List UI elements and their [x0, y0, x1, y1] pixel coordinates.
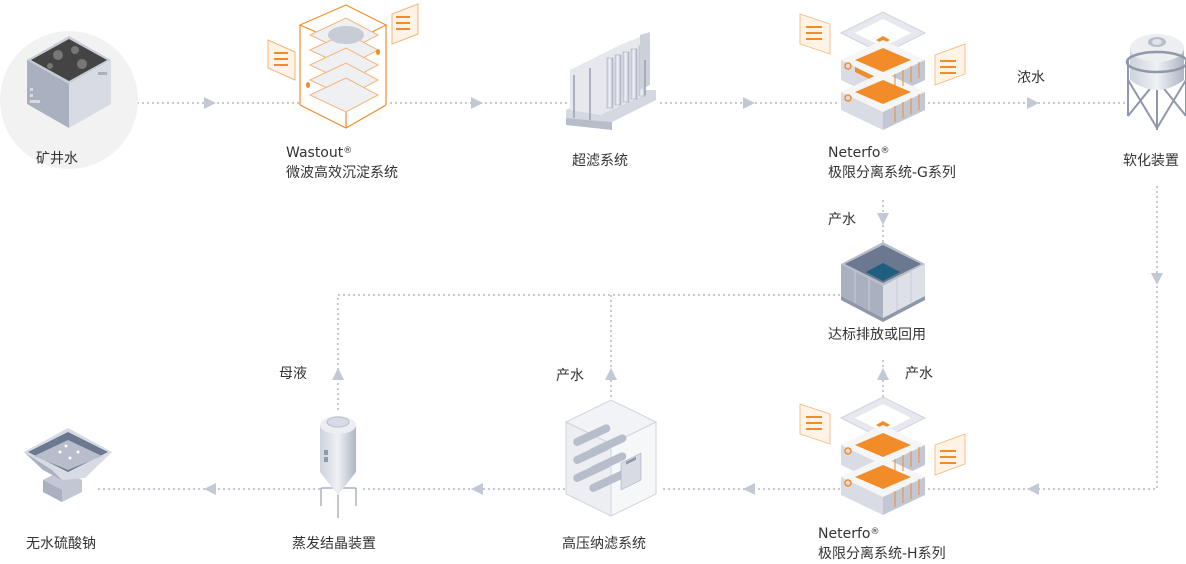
brand-name: Wastout® — [286, 143, 398, 163]
node-label-nanofiltration: 高压纳滤系统 — [562, 534, 646, 554]
membrane-separation-icon — [799, 396, 966, 515]
node-label-evaporation: 蒸发结晶装置 — [292, 534, 376, 554]
arrow-up-icon — [605, 368, 617, 380]
node-label-softener: 软化装置 — [1123, 151, 1179, 171]
nanofiltration-skid-icon — [564, 399, 658, 517]
product-hopper-icon — [24, 428, 112, 502]
clean-water-tank-icon — [841, 242, 925, 322]
flow-label-concentrate: 浓水 — [1017, 70, 1045, 86]
arrow-right-icon — [1027, 97, 1039, 109]
node-label-neterfo-h: Neterfo® 极限分离系统-H系列 — [818, 524, 946, 564]
edge-return-to-discharge — [337, 294, 840, 410]
arrow-left-icon — [1027, 483, 1039, 495]
brand-text: Wastout — [286, 145, 344, 161]
node-evaporation[interactable] — [320, 416, 357, 518]
label-text: 达标排放或回用 — [828, 327, 926, 343]
label-text: 无水硫酸钠 — [26, 536, 96, 552]
node-label-mine-water: 矿井水 — [36, 149, 78, 169]
node-label-discharge: 达标排放或回用 — [828, 325, 926, 345]
label-text: 软化装置 — [1123, 153, 1179, 169]
label-text: 矿井水 — [36, 151, 78, 167]
arrow-right-icon — [743, 97, 755, 109]
node-softener[interactable] — [1125, 34, 1186, 130]
arrow-down-icon — [877, 213, 889, 225]
arrow-left-icon — [204, 483, 216, 495]
arrow-left-icon — [471, 483, 483, 495]
arrow-right-icon — [204, 97, 216, 109]
arrow-up-icon — [877, 368, 889, 380]
node-label-ultrafiltration: 超滤系统 — [572, 151, 628, 171]
label-text: 极限分离系统-H系列 — [818, 546, 946, 562]
mud-tank-icon — [27, 36, 111, 128]
membrane-separation-icon — [799, 11, 966, 130]
registered-mark: ® — [880, 146, 890, 156]
brand-name: Neterfo® — [818, 524, 946, 544]
precipitation-system-icon — [267, 3, 419, 129]
registered-mark: ® — [343, 146, 353, 156]
node-sodium-sulfate[interactable] — [24, 428, 112, 502]
evaporator-silo-icon — [320, 416, 357, 518]
arrow-right-icon — [471, 97, 483, 109]
brand-name: Neterfo® — [828, 143, 956, 163]
brand-text: Neterfo — [818, 526, 871, 542]
arrow-left-icon — [743, 483, 755, 495]
node-discharge[interactable] — [841, 242, 925, 322]
node-label-sodium-sulfate: 无水硫酸钠 — [26, 534, 96, 554]
node-wastout[interactable] — [267, 3, 419, 129]
node-label-wastout: Wastout® 微波高效沉淀系统 — [286, 143, 398, 183]
label-text: 微波高效沉淀系统 — [286, 165, 398, 181]
label-text: 超滤系统 — [572, 153, 628, 169]
flow-label-product-h: 产水 — [905, 366, 933, 382]
arrowheads — [204, 97, 1163, 495]
label-text: 高压纳滤系统 — [562, 536, 646, 552]
node-ultrafiltration[interactable] — [566, 32, 656, 130]
node-neterfo-g[interactable] — [799, 11, 966, 130]
edge-softener-to-neterfo-h — [928, 186, 1158, 490]
node-mine-water[interactable] — [0, 31, 138, 169]
flow-label-product-g: 产水 — [828, 212, 856, 228]
ultrafiltration-icon — [566, 32, 656, 130]
softener-silo-icon — [1125, 34, 1186, 130]
node-label-neterfo-g: Neterfo® 极限分离系统-G系列 — [828, 143, 956, 183]
arrow-down-icon — [1151, 273, 1163, 285]
flow-label-mother-liquor: 母液 — [279, 366, 307, 382]
flow-label-product-nf: 产水 — [556, 368, 584, 384]
label-text: 蒸发结晶装置 — [292, 536, 376, 552]
arrow-up-icon — [332, 368, 344, 380]
registered-mark: ® — [870, 527, 880, 537]
node-neterfo-h[interactable] — [799, 396, 966, 515]
label-text: 极限分离系统-G系列 — [828, 165, 956, 181]
node-nanofiltration[interactable] — [564, 399, 658, 517]
brand-text: Neterfo — [828, 145, 881, 161]
